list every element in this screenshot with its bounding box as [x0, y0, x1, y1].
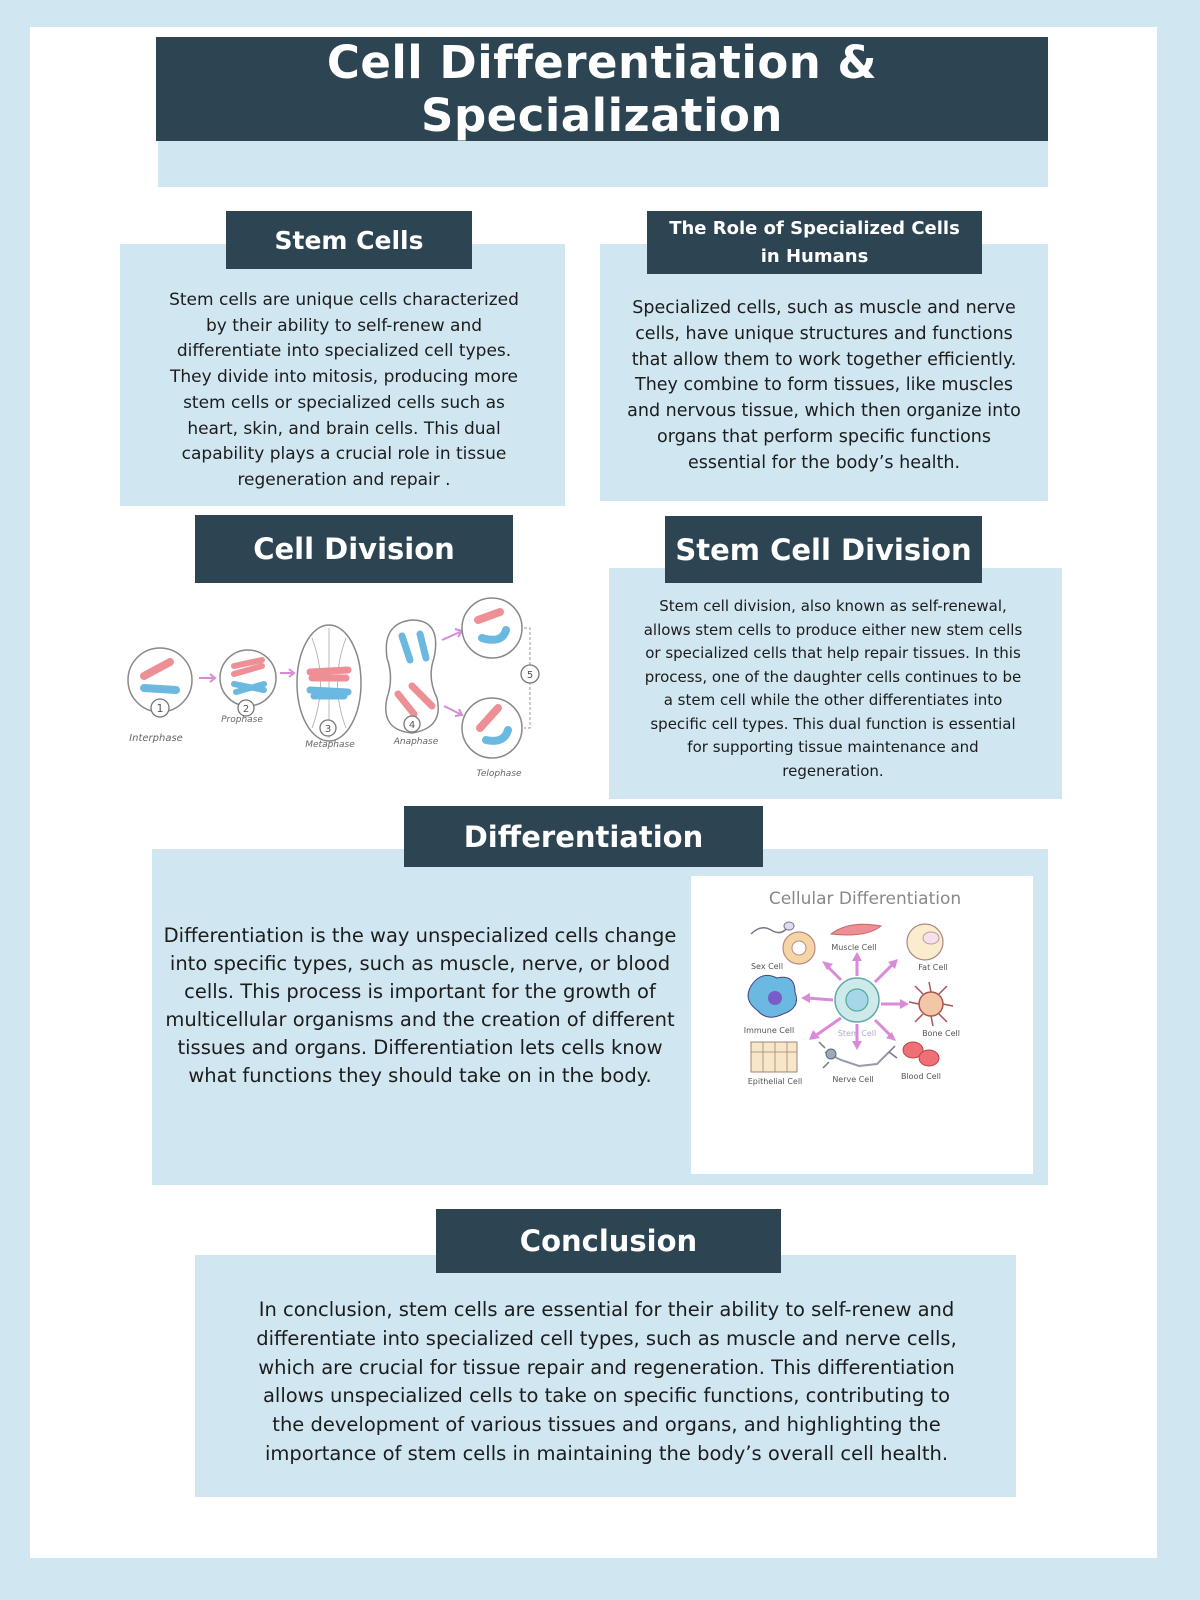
phase-number-4: 4: [409, 720, 415, 731]
conclusion-panel: [195, 1255, 1016, 1497]
epithelial-cell: Epithelial Cell: [748, 1041, 803, 1086]
differentiation-text: Differentiation is the way unspecialized…: [163, 924, 677, 1087]
label-bone: Bone Cell: [922, 1029, 960, 1038]
title-underlay: [158, 139, 1048, 187]
label-sex: Sex Cell: [751, 962, 783, 971]
interphase-cell: 1 Interphase: [127, 647, 193, 744]
figure-title: Cellular Differentiation: [769, 889, 961, 909]
phase-number-5: 5: [527, 670, 533, 681]
conclusion-heading: Conclusion: [436, 1209, 781, 1273]
phase-label-interphase: Interphase: [129, 733, 183, 744]
cell-division-figure: 1 Interphase 2 Prophase 3 Metaphase: [72, 578, 577, 808]
phase-number-2: 2: [243, 704, 249, 715]
muscle-cell: Muscle Cell: [829, 923, 883, 952]
label-immune: Immune Cell: [744, 1026, 795, 1035]
label-nerve: Nerve Cell: [832, 1075, 873, 1084]
phase-label-metaphase: Metaphase: [305, 740, 355, 750]
stem-cell-division-heading: Stem Cell Division: [665, 516, 982, 583]
prophase-cell: 2 Prophase: [219, 649, 277, 725]
stem-cells-text: Stem cells are unique cells characterize…: [169, 290, 519, 490]
fat-cell: Fat Cell: [906, 923, 948, 972]
label-fat: Fat Cell: [918, 963, 947, 972]
label-epithelial: Epithelial Cell: [748, 1077, 803, 1086]
differentiation-diagram: Cellular Differentiation Stem Cell Sex C…: [744, 889, 961, 1086]
role-panel: [600, 244, 1048, 501]
label-muscle: Muscle Cell: [831, 943, 876, 952]
label-blood: Blood Cell: [901, 1072, 941, 1081]
differentiation-arrows: [801, 952, 909, 1050]
cellular-differentiation-figure: Cellular Differentiation Stem Cell Sex C…: [691, 876, 1033, 1174]
phase-label-anaphase: Anaphase: [393, 737, 439, 747]
phase-label-prophase: Prophase: [221, 715, 263, 725]
cell-division-heading: Cell Division: [195, 515, 513, 583]
conclusion-text: In conclusion, stem cells are essential …: [256, 1298, 957, 1465]
stem-cell-division-text: Stem cell division, also known as self-r…: [643, 597, 1023, 780]
phase-number-3: 3: [325, 724, 331, 735]
stem-cells-heading: Stem Cells: [226, 211, 472, 269]
sex-cell: Sex Cell: [750, 921, 816, 971]
phase-number-1: 1: [157, 702, 164, 715]
stem-cells-panel: [120, 244, 565, 506]
stem-cell-division-panel: [609, 568, 1062, 799]
mitosis-diagram: 1 Interphase 2 Prophase 3 Metaphase: [127, 597, 540, 779]
immune-cell: Immune Cell: [744, 974, 797, 1035]
role-heading: The Role of Specialized Cells in Humans: [647, 211, 982, 274]
metaphase-cell: 3 Metaphase: [296, 624, 362, 750]
page-title: Cell Differentiation & Specialization: [156, 36, 1048, 142]
role-heading-line2: in Humans: [760, 245, 869, 267]
phase-label-telophase: Telophase: [476, 769, 522, 779]
differentiation-heading: Differentiation: [404, 806, 763, 867]
role-heading-line1: The Role of Specialized Cells: [669, 217, 960, 239]
nerve-cell: Nerve Cell: [818, 1041, 898, 1084]
role-text: Specialized cells, such as muscle and ne…: [627, 298, 1021, 473]
anaphase-cell: 4 Anaphase: [385, 619, 439, 747]
telophase-cells: 5 Telophase: [461, 597, 540, 779]
bone-cell: Bone Cell: [908, 981, 960, 1038]
blood-cells: Blood Cell: [901, 1041, 941, 1081]
